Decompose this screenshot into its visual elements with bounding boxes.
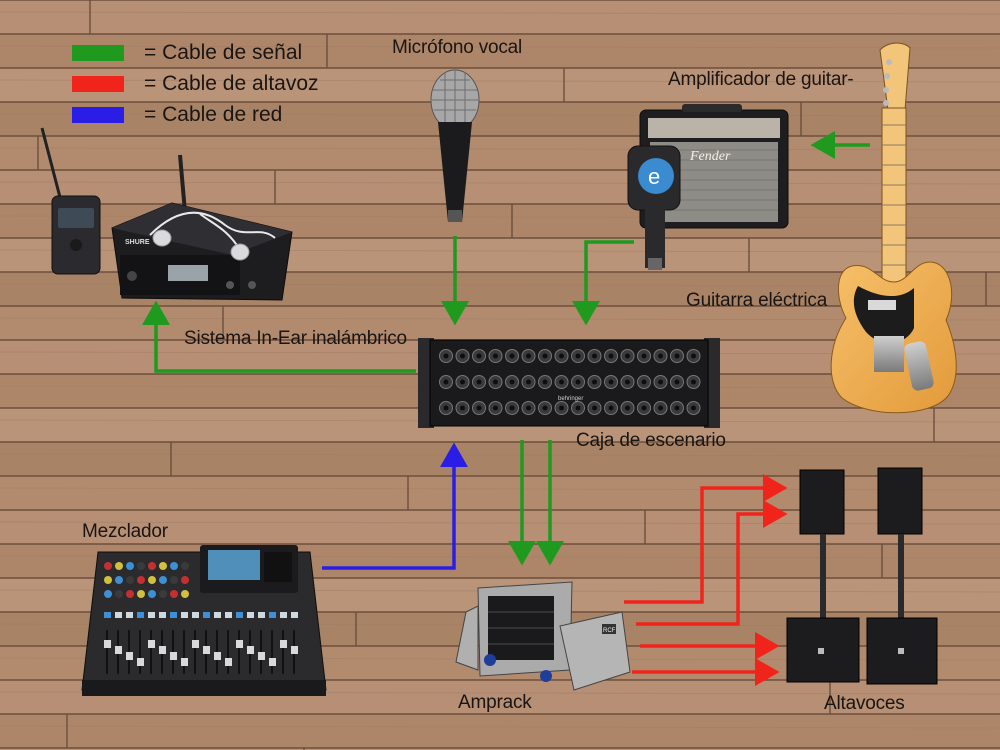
mic-badge: e	[648, 164, 660, 189]
cable-amprack-to-top-speaker-1	[624, 474, 788, 604]
amprack-image: RCF	[455, 581, 631, 691]
cable-stagebox-to-inear	[142, 300, 416, 373]
in-ear-system-image: SHURE	[40, 127, 293, 301]
label-speakers: Altavoces	[824, 693, 905, 714]
cable-mixer-to-stagebox	[322, 442, 468, 570]
legend-label-signal: = Cable de señal	[144, 41, 303, 64]
label-mixer: Mezclador	[82, 521, 168, 542]
network-cable	[322, 442, 468, 570]
label-guitar-amp: Amplificador de guitar-	[668, 69, 854, 90]
label-in-ear: Sistema In-Ear inalámbrico	[184, 328, 407, 349]
signal-cables	[142, 131, 870, 566]
inear-brand: SHURE	[125, 239, 150, 246]
legend-swatch-network	[72, 107, 124, 123]
cable-instrument-mic-to-stagebox	[572, 240, 634, 326]
amprack-logo: RCF	[603, 628, 616, 634]
digital-mixer-image	[81, 545, 327, 696]
speakers-image	[786, 467, 938, 685]
legend-swatch-signal	[72, 45, 124, 61]
label-amprack: Amprack	[458, 692, 532, 713]
stagebox-brand: behringer	[558, 396, 583, 402]
speaker-cables	[624, 474, 788, 686]
stagebox-image: behringer	[418, 338, 720, 428]
label-vocal-mic: Micrófono vocal	[392, 37, 523, 58]
cable-amprack-to-top-speaker-2	[636, 500, 788, 626]
label-stagebox: Caja de escenario	[576, 430, 726, 451]
legend-label-speaker: = Cable de altavoz	[144, 72, 319, 95]
amp-brand: Fender	[689, 149, 731, 164]
instrument-microphone-image: e	[627, 145, 681, 270]
legend-label-network: = Cable de red	[144, 103, 283, 126]
legend-swatch-speaker	[72, 76, 124, 92]
vocal-microphone-image	[430, 69, 480, 222]
label-electric-guitar: Guitarra eléctrica	[686, 290, 828, 311]
electric-guitar-image	[830, 42, 957, 414]
